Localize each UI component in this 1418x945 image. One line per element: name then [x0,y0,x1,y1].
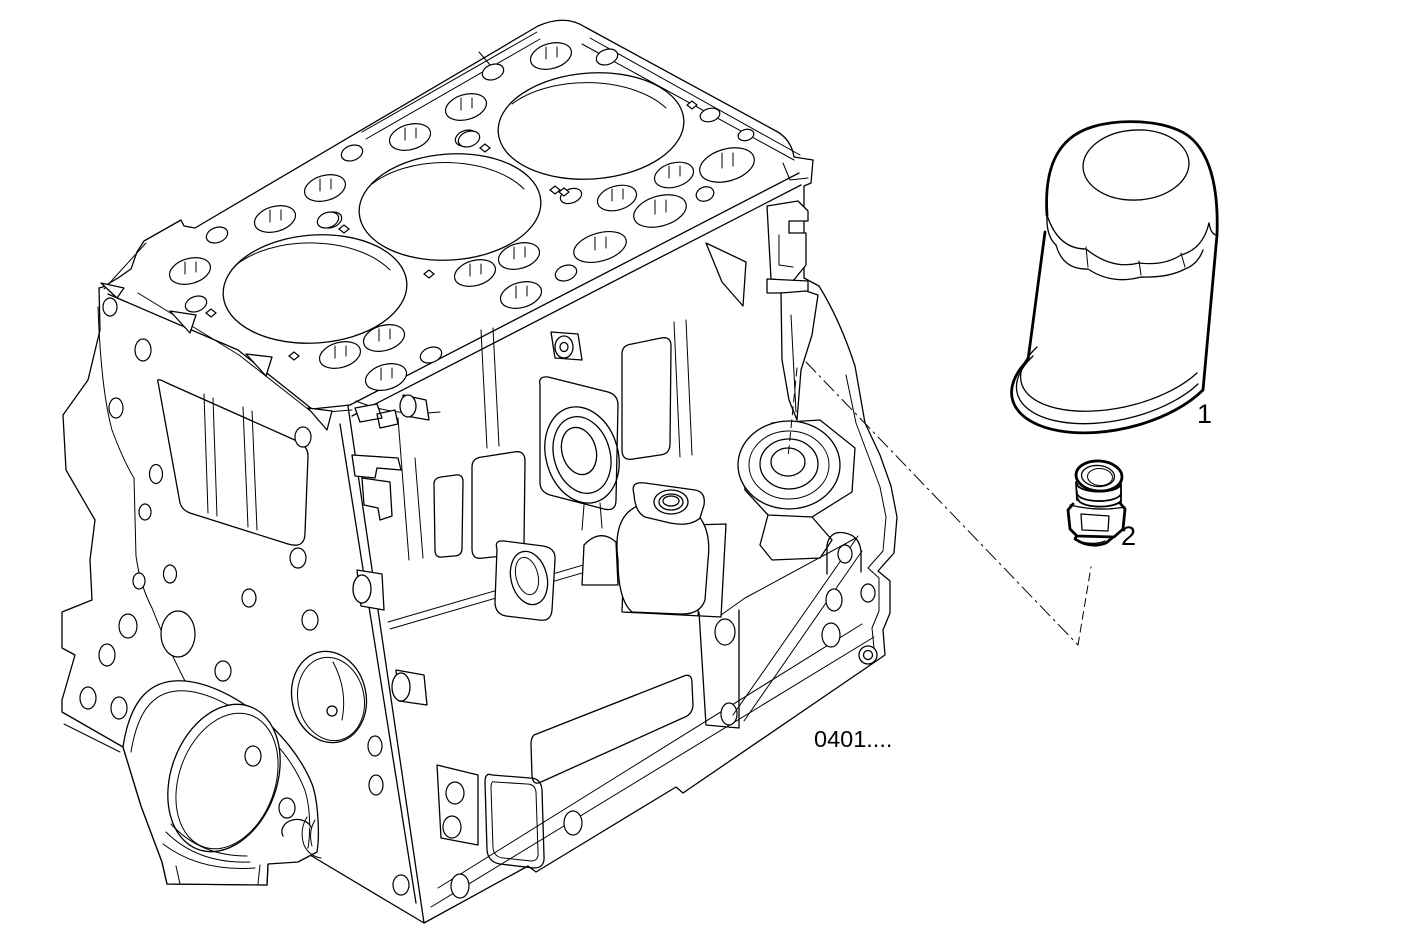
svg-text:0401....: 0401.... [814,726,892,752]
svg-text:1: 1 [1197,399,1212,429]
svg-text:2: 2 [1121,521,1136,551]
